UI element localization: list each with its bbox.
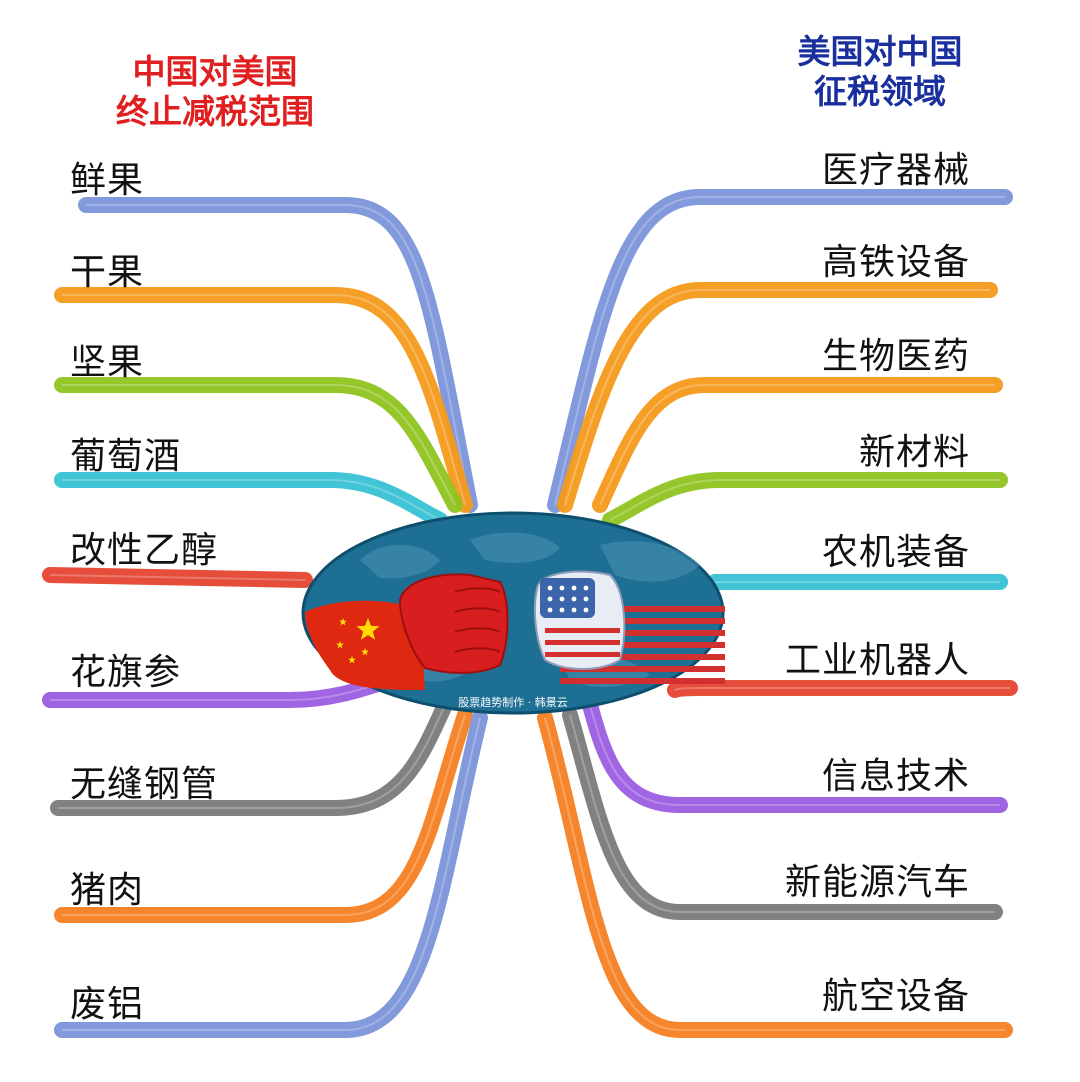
right-item-label: 信息技术: [821, 756, 970, 797]
right-branch-line-highlight: [569, 714, 995, 913]
left-branch-line-highlight: [62, 384, 456, 506]
us-flag-star: [571, 607, 577, 613]
right-item-label: 医疗器械: [821, 150, 970, 191]
us-flag-stripe: [560, 618, 725, 624]
us-flag-stripe: [560, 666, 725, 672]
left-branch-line: [54, 377, 463, 513]
world-map-landmass: [600, 541, 700, 582]
left-item-label: 坚果: [70, 342, 145, 383]
china-flag-big-star: [356, 618, 380, 640]
right-item-label: 生物医药: [821, 336, 970, 377]
right-heading-line1: 美国对中国: [797, 32, 963, 71]
right-branch-line: [557, 282, 998, 513]
right-item-label: 农机装备: [821, 532, 970, 573]
us-flag-star: [547, 596, 553, 602]
us-flag-canton: [540, 578, 595, 618]
right-item-label: 高铁设备: [821, 242, 970, 283]
left-branch-line: [54, 287, 473, 513]
china-flag: [305, 600, 425, 690]
right-branch-line: [537, 710, 1013, 1038]
right-branch-line-highlight: [564, 289, 990, 506]
left-item-label: 花旗参: [70, 652, 182, 693]
right-item-label: 新材料: [858, 432, 970, 473]
right-branch-line: [582, 697, 1008, 813]
left-item-label: 葡萄酒: [70, 436, 182, 477]
left-item-label: 鲜果: [70, 160, 145, 201]
right-branch-line: [562, 707, 1003, 920]
center-globe: 股票趋势制作 · 韩景云: [301, 511, 725, 715]
right-branch-line-highlight: [609, 479, 1000, 521]
china-flag-small-star: [336, 641, 344, 649]
world-map-landmass: [470, 532, 560, 563]
left-item-label: 改性乙醇: [70, 530, 219, 571]
right-branch-line: [602, 472, 1008, 528]
left-item-label: 废铝: [70, 984, 145, 1025]
left-heading-line2: 终止减税范围: [116, 92, 314, 131]
left-branch-line-highlight: [86, 204, 471, 506]
us-flag-star: [571, 585, 577, 591]
left-branch-line: [54, 710, 488, 1038]
us-flag-star: [547, 607, 553, 613]
left-item-label: 干果: [70, 252, 145, 293]
us-fist-stripe: [545, 628, 620, 633]
us-flag-stripe: [560, 678, 725, 684]
us-flag-star: [559, 585, 565, 591]
us-flag: [560, 606, 725, 684]
us-fist-stripe: [545, 652, 620, 657]
left-branch-line: [54, 707, 473, 923]
left-item-label: 无缝钢管: [70, 764, 219, 805]
us-flag-star: [583, 585, 589, 591]
left-branch-line: [50, 697, 453, 816]
right-branch-line-highlight: [544, 717, 1005, 1031]
left-item-label: 猪肉: [70, 870, 145, 911]
left-heading: 中国对美国 终止减税范围: [70, 52, 360, 132]
left-branch-line: [78, 197, 478, 513]
fist-knuckle-line: [454, 647, 501, 653]
us-flag-star: [559, 596, 565, 602]
us-flag-stripe: [560, 630, 725, 636]
left-branch-line-highlight: [62, 717, 481, 1031]
left-branch-line-highlight: [49, 574, 306, 581]
us-flag-stripe: [560, 606, 725, 612]
right-branch-line-highlight: [599, 384, 995, 506]
fist-knuckle-line: [454, 627, 501, 633]
china-flag-small-star: [361, 648, 369, 656]
china-flag-small-star: [339, 618, 347, 626]
us-flag-stripe: [560, 654, 725, 660]
right-branch-line-highlight: [554, 196, 1005, 506]
us-flag-star: [547, 585, 553, 591]
left-branch-line-highlight: [62, 294, 466, 506]
right-branch-line-highlight: [674, 687, 1010, 691]
us-flag-stripe: [560, 642, 725, 648]
us-flag-star: [559, 607, 565, 613]
left-heading-line1: 中国对美国: [132, 52, 298, 91]
right-heading: 美国对中国 征税领域: [735, 32, 1025, 112]
right-branch-line: [547, 189, 1013, 513]
right-heading-line2: 征税领域: [814, 72, 946, 111]
us-flag-star: [583, 596, 589, 602]
left-branch-line-highlight: [58, 704, 446, 809]
right-item-label: 航空设备: [821, 976, 970, 1017]
fist-knuckle-line: [454, 587, 501, 593]
left-branch-line-highlight: [62, 714, 466, 916]
world-map-landmass: [360, 545, 440, 579]
right-item-label: 工业机器人: [784, 640, 970, 681]
right-branch-line: [667, 680, 1018, 698]
right-branch-line-highlight: [589, 704, 1000, 806]
left-branch-line-highlight: [62, 479, 441, 521]
us-flag-star: [583, 607, 589, 613]
right-item-label: 新能源汽车: [784, 862, 970, 903]
watermark-text: 股票趋势制作 · 韩景云: [458, 695, 568, 709]
left-branch-line: [42, 567, 313, 588]
fist-knuckle-line: [454, 607, 501, 613]
right-branch-line: [592, 377, 1003, 513]
us-fist-stripe: [545, 640, 620, 645]
china-flag-small-star: [348, 656, 356, 664]
us-flag-star: [571, 596, 577, 602]
left-branch-line: [54, 472, 448, 528]
